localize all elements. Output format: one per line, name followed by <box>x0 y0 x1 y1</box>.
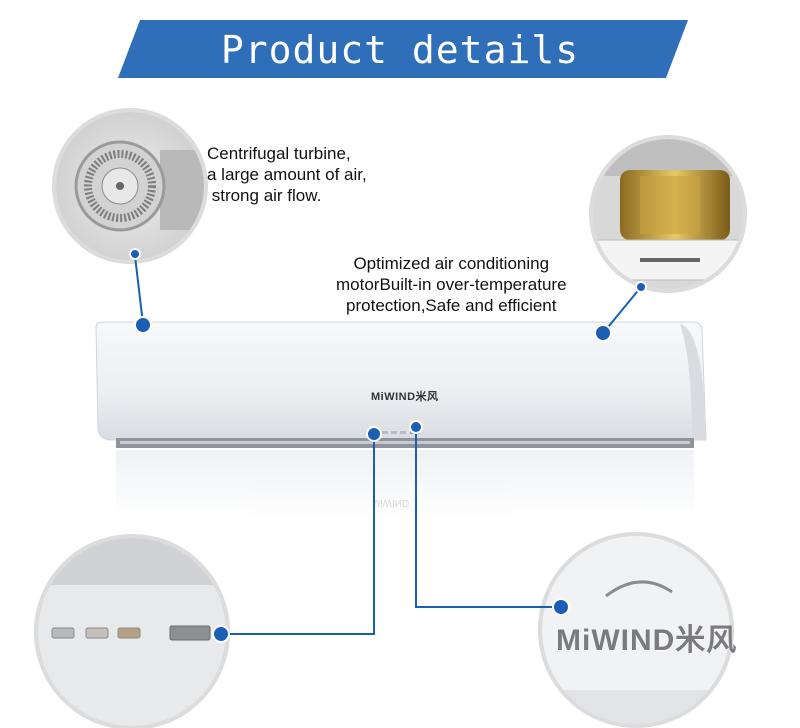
end-cap <box>680 324 706 440</box>
callout-dots <box>129 248 647 643</box>
motor-closeup <box>589 135 747 293</box>
air-curtain-unit <box>95 321 707 448</box>
logo-callout-line <box>415 427 561 608</box>
page-title: Product details <box>220 28 580 72</box>
motor-callout-line <box>603 286 642 333</box>
brand-logo-small: MiWIND米风 <box>371 391 439 403</box>
turbine-closeup <box>52 108 208 264</box>
turbine-callout-line <box>134 255 144 325</box>
svg-text:MiWIND: MiWIND <box>372 497 409 508</box>
unit-reflection: MiWIND <box>116 450 694 520</box>
banner-shape <box>118 20 688 78</box>
buttons-callout-line <box>221 434 375 635</box>
control-buttons-closeup <box>34 534 230 728</box>
motor-caption: Optimized air conditioning motorBuilt-in… <box>336 254 567 315</box>
turbine-caption: Centrifugal turbine, a large amount of a… <box>207 144 367 205</box>
callout-lines <box>134 255 642 635</box>
title-banner <box>118 20 688 78</box>
brand-logo-large: MiWIND米风 <box>556 624 738 657</box>
